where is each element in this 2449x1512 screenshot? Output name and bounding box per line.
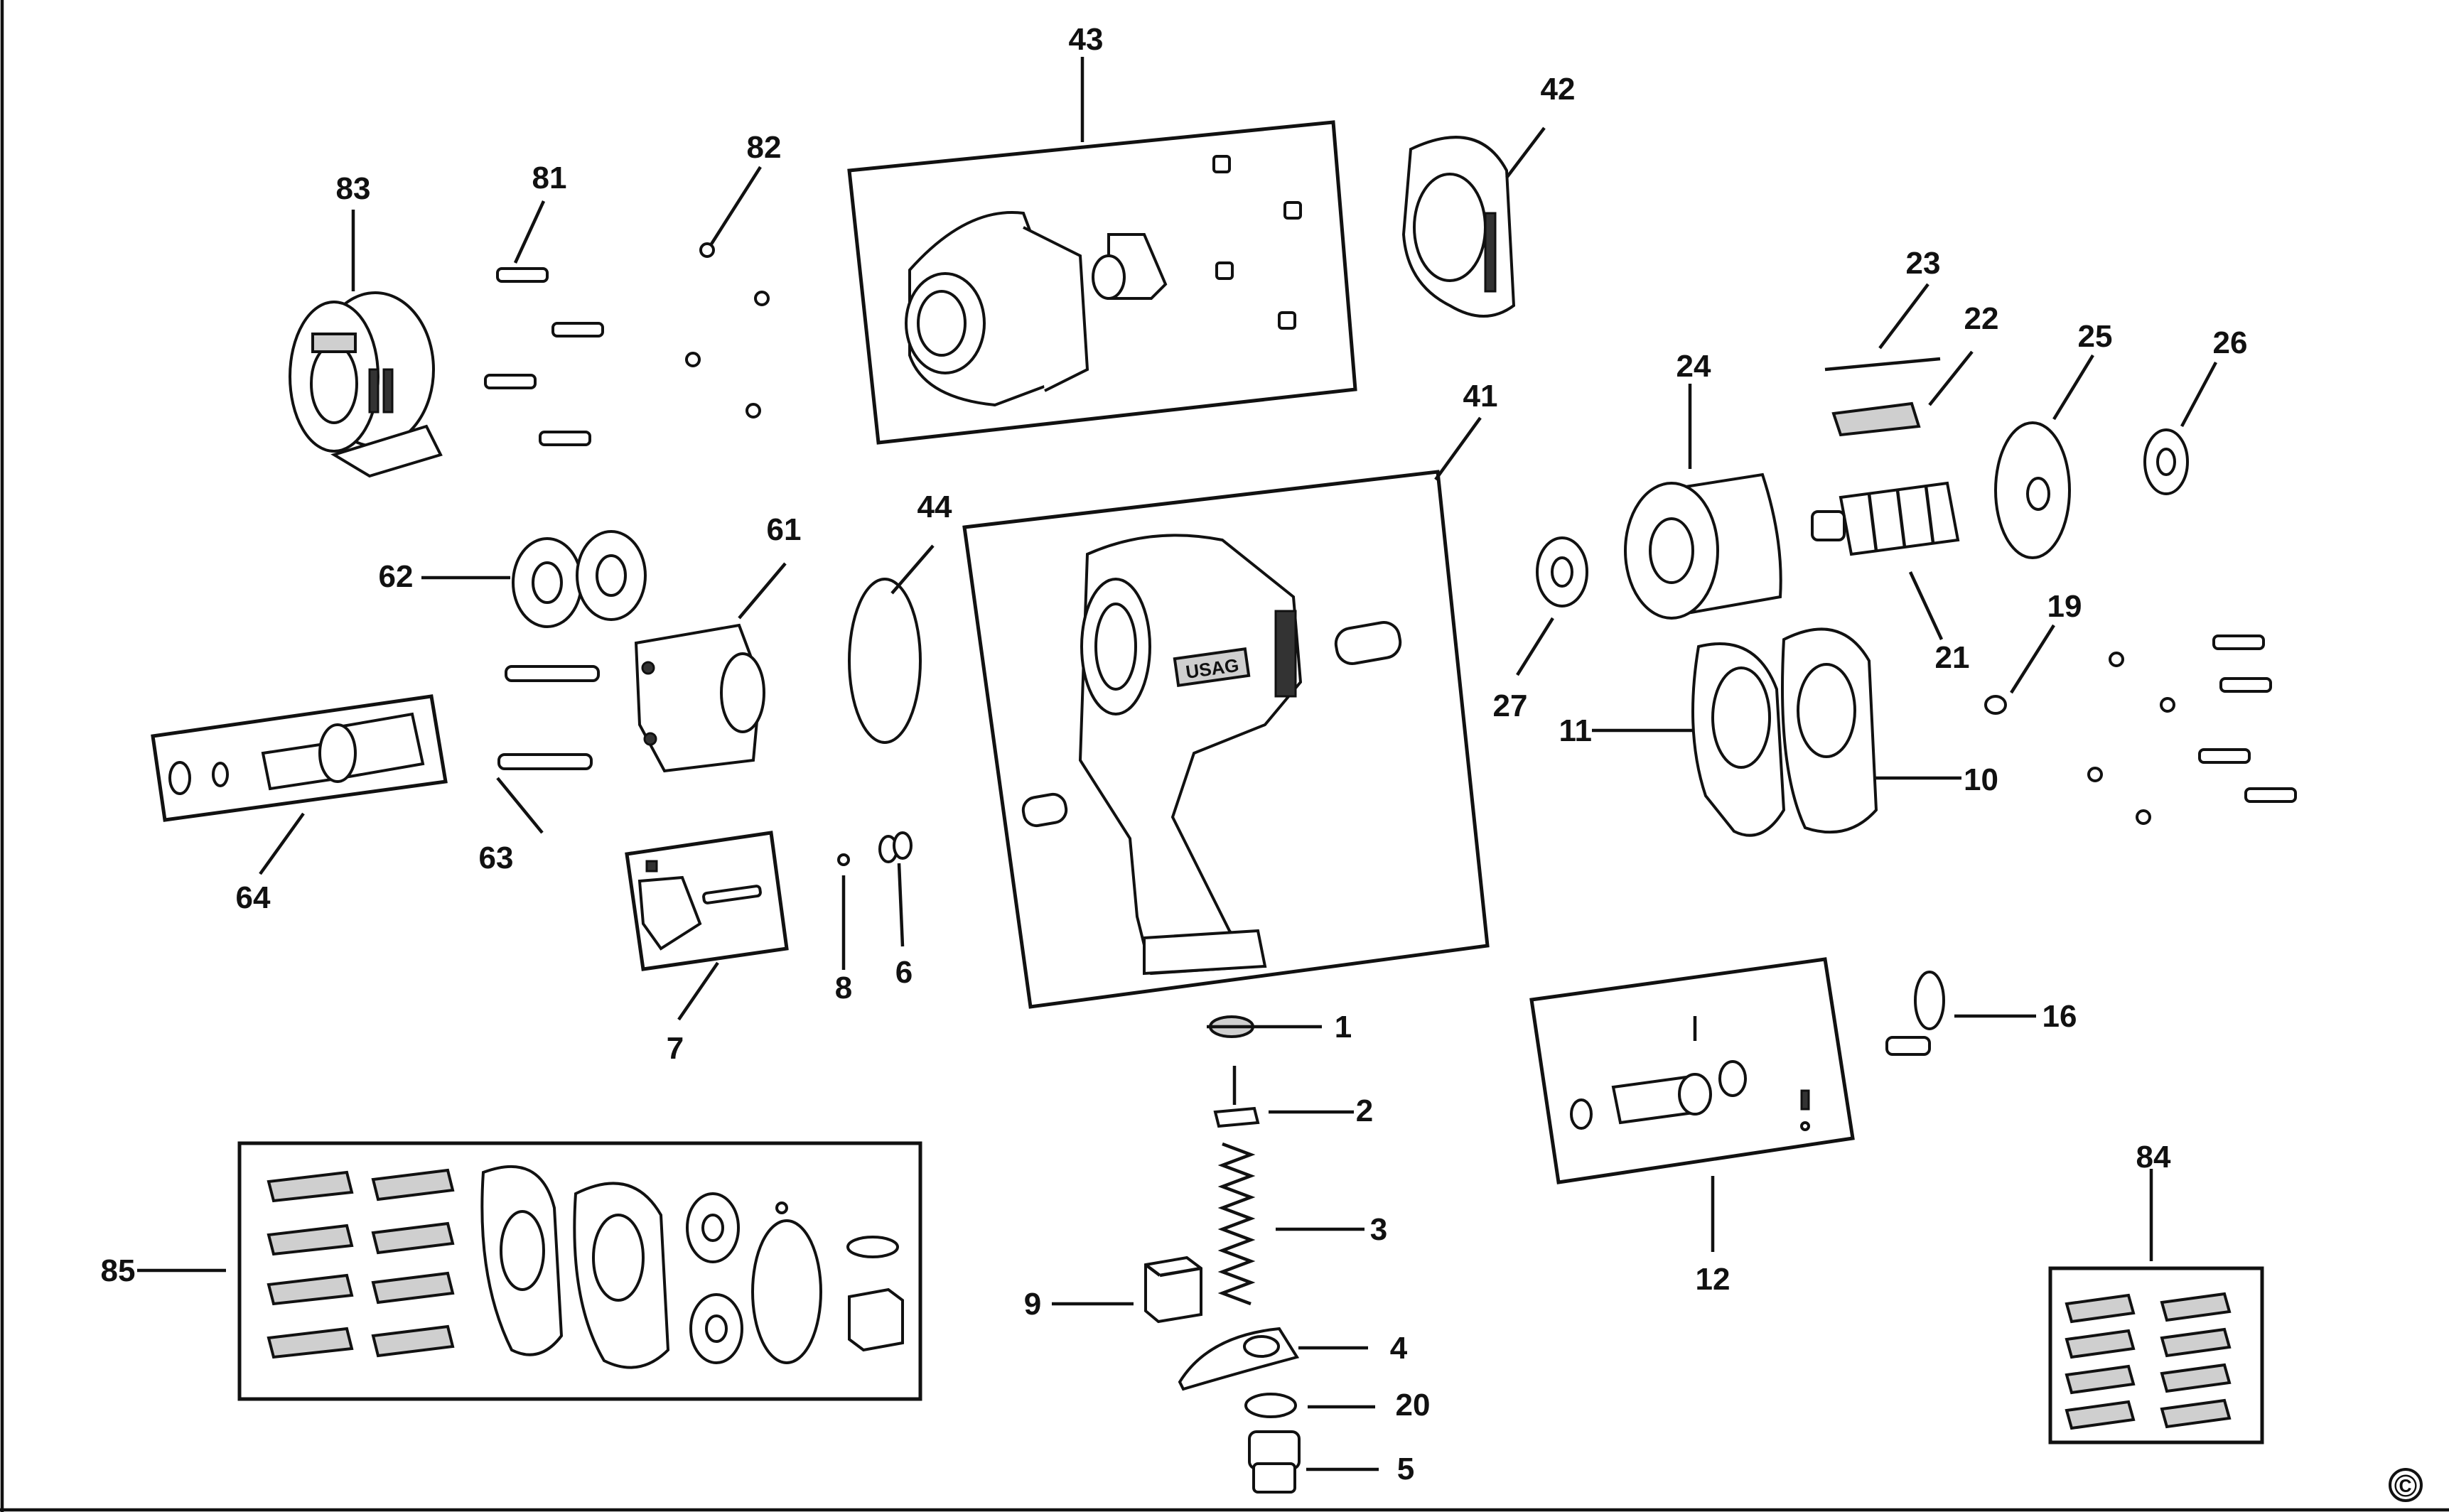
part-64-anvil (168, 712, 425, 795)
leader-lines (137, 57, 2217, 1472)
callout-84: 84 (2136, 1140, 2171, 1174)
part-8-ball (837, 853, 850, 866)
part-6-spring (878, 831, 913, 863)
callout-83: 83 (336, 171, 371, 206)
part-26-bearing (2143, 428, 2189, 495)
callout-4: 4 (1390, 1331, 1408, 1366)
part-7-reverse-valve (637, 860, 762, 951)
callout-43: 43 (1069, 22, 1104, 57)
callout-9: 9 (1024, 1287, 1041, 1322)
callout-12: 12 (1696, 1262, 1731, 1297)
part-85-kit-contents (267, 1165, 904, 1369)
callout-61: 61 (767, 512, 802, 547)
part-4-throttle-lever (1178, 1327, 1300, 1391)
part-2-throttle-valve (1213, 1066, 1260, 1128)
part-19-screws-washers (1984, 634, 2297, 825)
part-64-box (151, 694, 448, 822)
callout-8: 8 (835, 971, 852, 1005)
callout-7: 7 (667, 1031, 684, 1066)
part-23-pin (1824, 357, 1941, 372)
part-10-rear-cover (1781, 627, 1878, 834)
part-84-kit-contents (2065, 1292, 2232, 1430)
callout-25: 25 (2078, 319, 2113, 354)
part-63-pins (497, 665, 600, 770)
part-12-box (1529, 957, 1855, 1184)
part-41-box (962, 470, 1490, 1009)
part-44-o-ring (848, 578, 922, 744)
callout-10: 10 (1964, 762, 1998, 797)
part-20-o-ring (1244, 1393, 1297, 1418)
callout-41: 41 (1463, 379, 1498, 414)
callout-63: 63 (479, 841, 514, 875)
callout-81: 81 (532, 161, 567, 195)
callout-11: 11 (1559, 713, 1592, 748)
part-24-cylinder (1624, 472, 1782, 620)
callout-24: 24 (1676, 349, 1711, 384)
part-42-housing-cover (1401, 136, 1516, 318)
callout-23: 23 (1906, 246, 1941, 281)
callout-5: 5 (1397, 1452, 1414, 1486)
callout-3: 3 (1370, 1212, 1387, 1247)
part-43-box (847, 120, 1357, 445)
part-3-spring (1217, 1142, 1256, 1306)
callout-82: 82 (747, 130, 782, 165)
callout-44: 44 (917, 490, 952, 524)
part-43-front-housing (905, 155, 1302, 407)
callout-26: 26 (2213, 325, 2248, 360)
copyright-mark: © (2389, 1468, 2423, 1503)
part-21-rotor (1811, 481, 1960, 556)
copyright-symbol: © (2394, 1469, 2417, 1503)
callout-64: 64 (236, 880, 271, 915)
callout-16: 16 (2042, 999, 2077, 1034)
callout-1: 1 (1335, 1010, 1352, 1044)
callout-6: 6 (895, 955, 913, 990)
callout-22: 22 (1964, 301, 1999, 336)
callout-85: 85 (101, 1253, 136, 1288)
part-27-bearing (1536, 536, 1588, 608)
part-41-main-housing: USAG (1021, 534, 1402, 976)
callout-62: 62 (379, 559, 414, 594)
part-82-washers (685, 242, 770, 418)
part-16-regulator-knob (1885, 971, 1945, 1056)
part-9-block (1144, 1256, 1202, 1324)
part-84-kit-box (2048, 1266, 2264, 1444)
callout-20: 20 (1396, 1388, 1431, 1422)
callout-19: 19 (2047, 589, 2082, 624)
part-7-box (625, 831, 789, 971)
part-12-regulator (1570, 1016, 1810, 1131)
callout-42: 42 (1541, 72, 1576, 107)
callout-21: 21 (1935, 640, 1970, 675)
part-22-vane (1831, 401, 1921, 437)
callout-labels: 43 42 83 81 82 41 23 22 24 25 26 27 21 1… (101, 22, 2248, 1486)
part-81-screws (484, 267, 604, 446)
part-61-hammer-frame (634, 623, 765, 773)
callout-27: 27 (1493, 688, 1528, 723)
part-5-air-inlet (1248, 1430, 1301, 1494)
callout-2: 2 (1356, 1094, 1373, 1128)
part-85-kit-box (237, 1141, 922, 1401)
part-62-hammer-cage (512, 530, 647, 628)
part-83-end-cap (289, 291, 443, 478)
part-25-rear-plate (1994, 421, 2071, 559)
part-11-gasket (1691, 642, 1786, 837)
